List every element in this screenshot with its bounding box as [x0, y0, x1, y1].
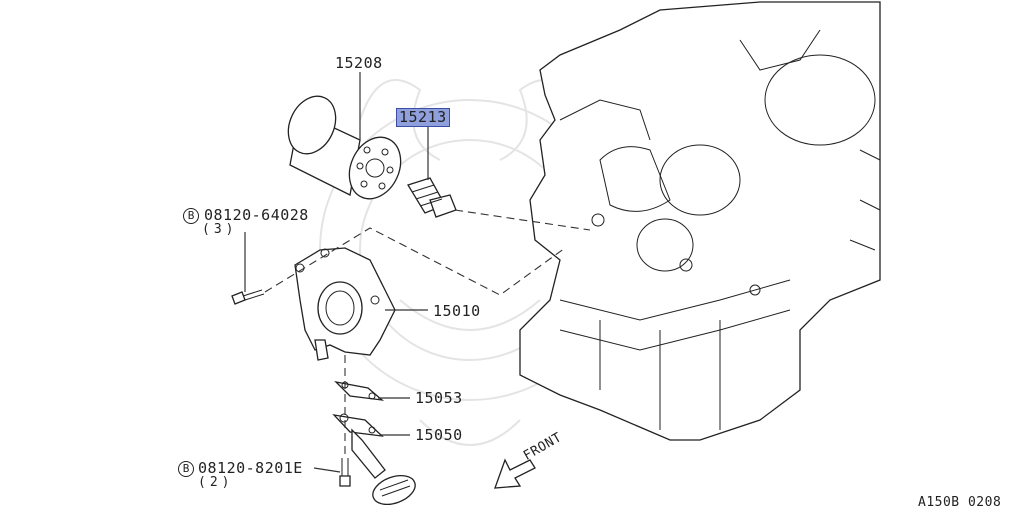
engine-block: [519, 1, 881, 441]
bolt-upper: [231, 289, 265, 305]
oil-filter: [287, 95, 402, 200]
part-label-gasket-lower: 15050: [415, 426, 463, 444]
oil-pump: [294, 247, 396, 361]
oil-strainer: [351, 428, 416, 505]
bolt-lower: [339, 458, 351, 487]
gasket-15053: [334, 380, 385, 401]
assembly-dashes: [264, 209, 591, 458]
diagram-code: A150B 0208: [918, 495, 1002, 510]
part-label-gasket-upper: 15053: [415, 389, 463, 407]
part-label-bolt-upper: 08120-64028: [204, 206, 309, 224]
bolt-upper-qty: (3): [202, 222, 238, 237]
bolt-lower-qty: (2): [198, 475, 234, 490]
bolt-mark-lower: B: [178, 461, 194, 477]
leader-lines: [244, 72, 429, 473]
part-label-bolt-lower: 08120-8201E: [198, 459, 303, 477]
gasket-15050: [332, 413, 384, 437]
part-label-connector-stud[interactable]: 15213: [396, 108, 450, 127]
front-arrow: [494, 458, 536, 489]
connector-stud: [407, 177, 457, 218]
bolt-mark-upper: B: [183, 208, 199, 224]
part-label-oil-filter: 15208: [335, 54, 383, 72]
part-label-oil-pump: 15010: [433, 302, 481, 320]
